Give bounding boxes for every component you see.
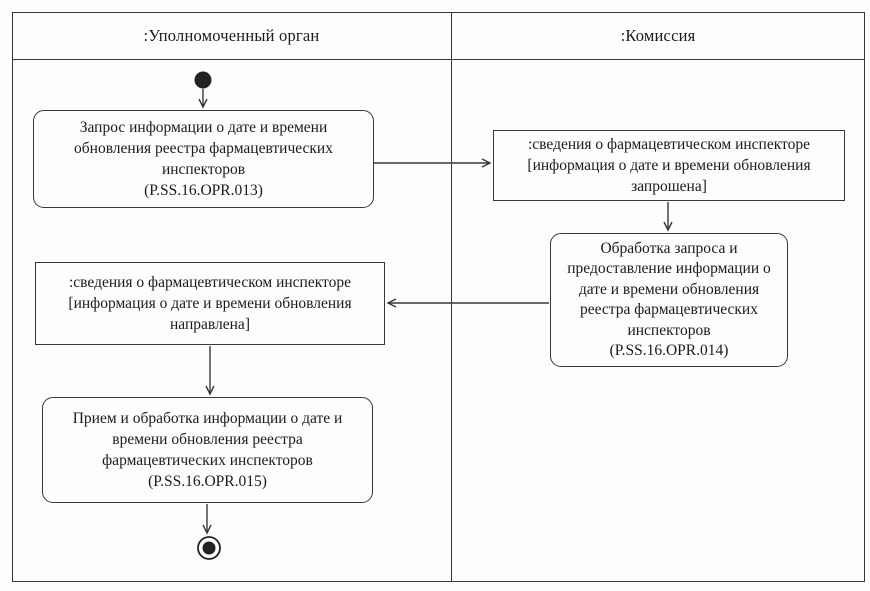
action-node-opr013: Запрос информации о дате и времени обнов… [33,110,374,208]
lane-label: :Уполномоченный орган [143,25,320,45]
action-node-label: Запрос информации о дате и времени обнов… [74,119,333,199]
action-node-label: Прием и обработка информации о дате и вр… [72,410,343,490]
lane-divider [451,12,452,582]
action-node-label: Обработка запроса и предоставление инфор… [567,239,771,360]
action-node-opr015: Прием и обработка информации о дате и вр… [42,397,373,503]
object-node-info-sent: :сведения о фармацевтическом инспекторе … [35,262,385,345]
lane-header-divider [12,59,865,60]
diagram-frame [12,12,865,582]
lane-header-commission: :Комиссия [451,12,865,59]
object-node-info-requested: :сведения о фармацевтическом инспекторе … [493,130,845,201]
object-node-label: :сведения о фармацевтическом инспекторе … [527,136,811,195]
lane-label: :Комиссия [620,25,696,45]
action-node-opr014: Обработка запроса и предоставление инфор… [550,233,788,367]
lane-header-authorized-body: :Уполномоченный орган [12,12,451,59]
object-node-label: :сведения о фармацевтическом инспекторе … [68,274,352,333]
